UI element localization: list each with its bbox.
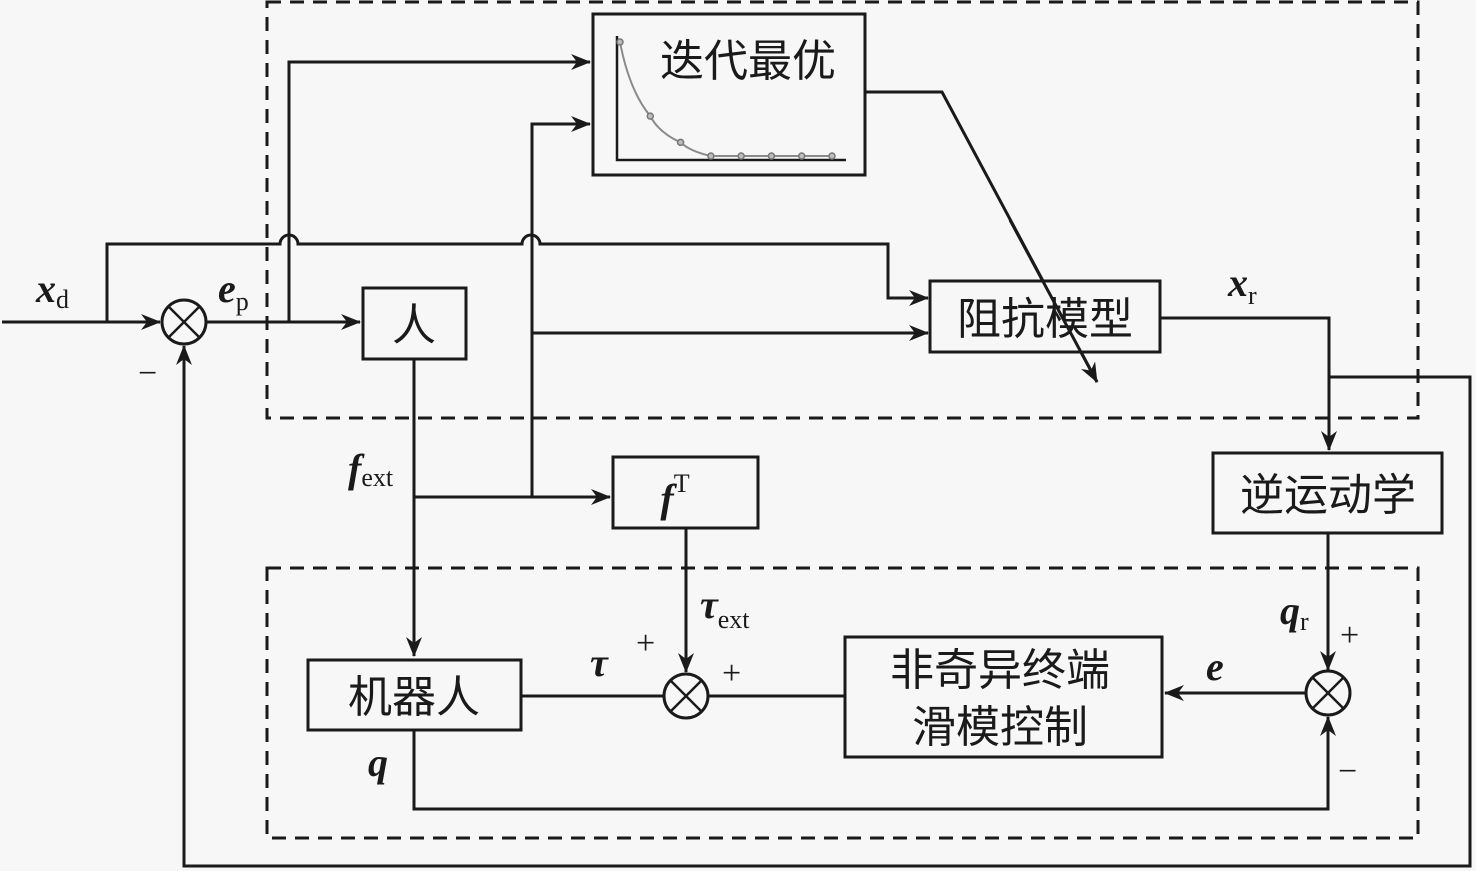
mini-plot-point <box>797 152 806 160</box>
opt-output-line-overlay <box>1008 219 1099 383</box>
mini-plot-point <box>707 152 715 160</box>
signal-xd: xd <box>35 266 69 314</box>
signal-xr: xr <box>1227 260 1257 310</box>
inverse-kinematics-label: 逆运动学 <box>1240 470 1416 521</box>
signal-qr: qr <box>1280 588 1309 636</box>
summing-junction-1 <box>160 298 208 346</box>
impedance-model-label: 阻抗模型 <box>957 294 1133 345</box>
mini-plot-point <box>737 152 745 160</box>
signal-tau-ext: τext <box>700 582 750 634</box>
xr-feedback-line <box>176 345 1472 868</box>
robot-label: 机器人 <box>348 672 480 723</box>
inverse-kinematics-block[interactable] <box>1211 451 1444 535</box>
summing-junction-2 <box>662 672 710 720</box>
mini-plot-point <box>767 152 776 160</box>
sign-sum3-bottom-minus: − <box>1338 753 1357 790</box>
signal-q: q <box>368 740 388 785</box>
summing-junction-3 <box>1304 669 1352 717</box>
mini-plot-axes <box>615 36 846 162</box>
ep-to-opt-line <box>287 54 591 322</box>
inner-loop-region <box>265 566 1420 840</box>
signal-e: e <box>1206 644 1224 689</box>
outer-loop-region <box>265 0 1420 420</box>
iterative-optimization-block[interactable]: 迭代最优 <box>591 12 867 177</box>
xr-line <box>1160 316 1337 451</box>
jacobian-transpose-label: fT <box>660 469 689 521</box>
sign-sum2-right-plus: + <box>722 655 741 692</box>
mini-plot-point <box>676 138 685 147</box>
fext-up-line <box>530 116 591 497</box>
mini-plot-point <box>646 112 655 120</box>
mini-plot-points <box>616 38 836 160</box>
ntsm-label-line2: 滑模控制 <box>912 702 1088 753</box>
signal-ep: ep <box>218 266 249 316</box>
xd-branch-line <box>105 233 929 322</box>
sign-sum2-top-plus: + <box>636 625 655 662</box>
impedance-model-block[interactable] <box>928 279 1162 354</box>
mini-plot-point <box>616 38 624 46</box>
sign-sum1-minus: − <box>138 355 157 392</box>
ntsm-label-line1: 非奇异终端 <box>890 645 1110 696</box>
human-label: 人 <box>392 300 436 351</box>
iterative-optimization-label: 迭代最优 <box>660 36 836 87</box>
q-feedback-line <box>412 716 1336 811</box>
sign-sum3-top-plus: + <box>1340 617 1359 654</box>
robot-block[interactable] <box>306 658 523 732</box>
signal-tau: τ <box>590 640 609 685</box>
signal-fext: fext <box>348 446 394 492</box>
mini-plot-point <box>828 152 836 160</box>
